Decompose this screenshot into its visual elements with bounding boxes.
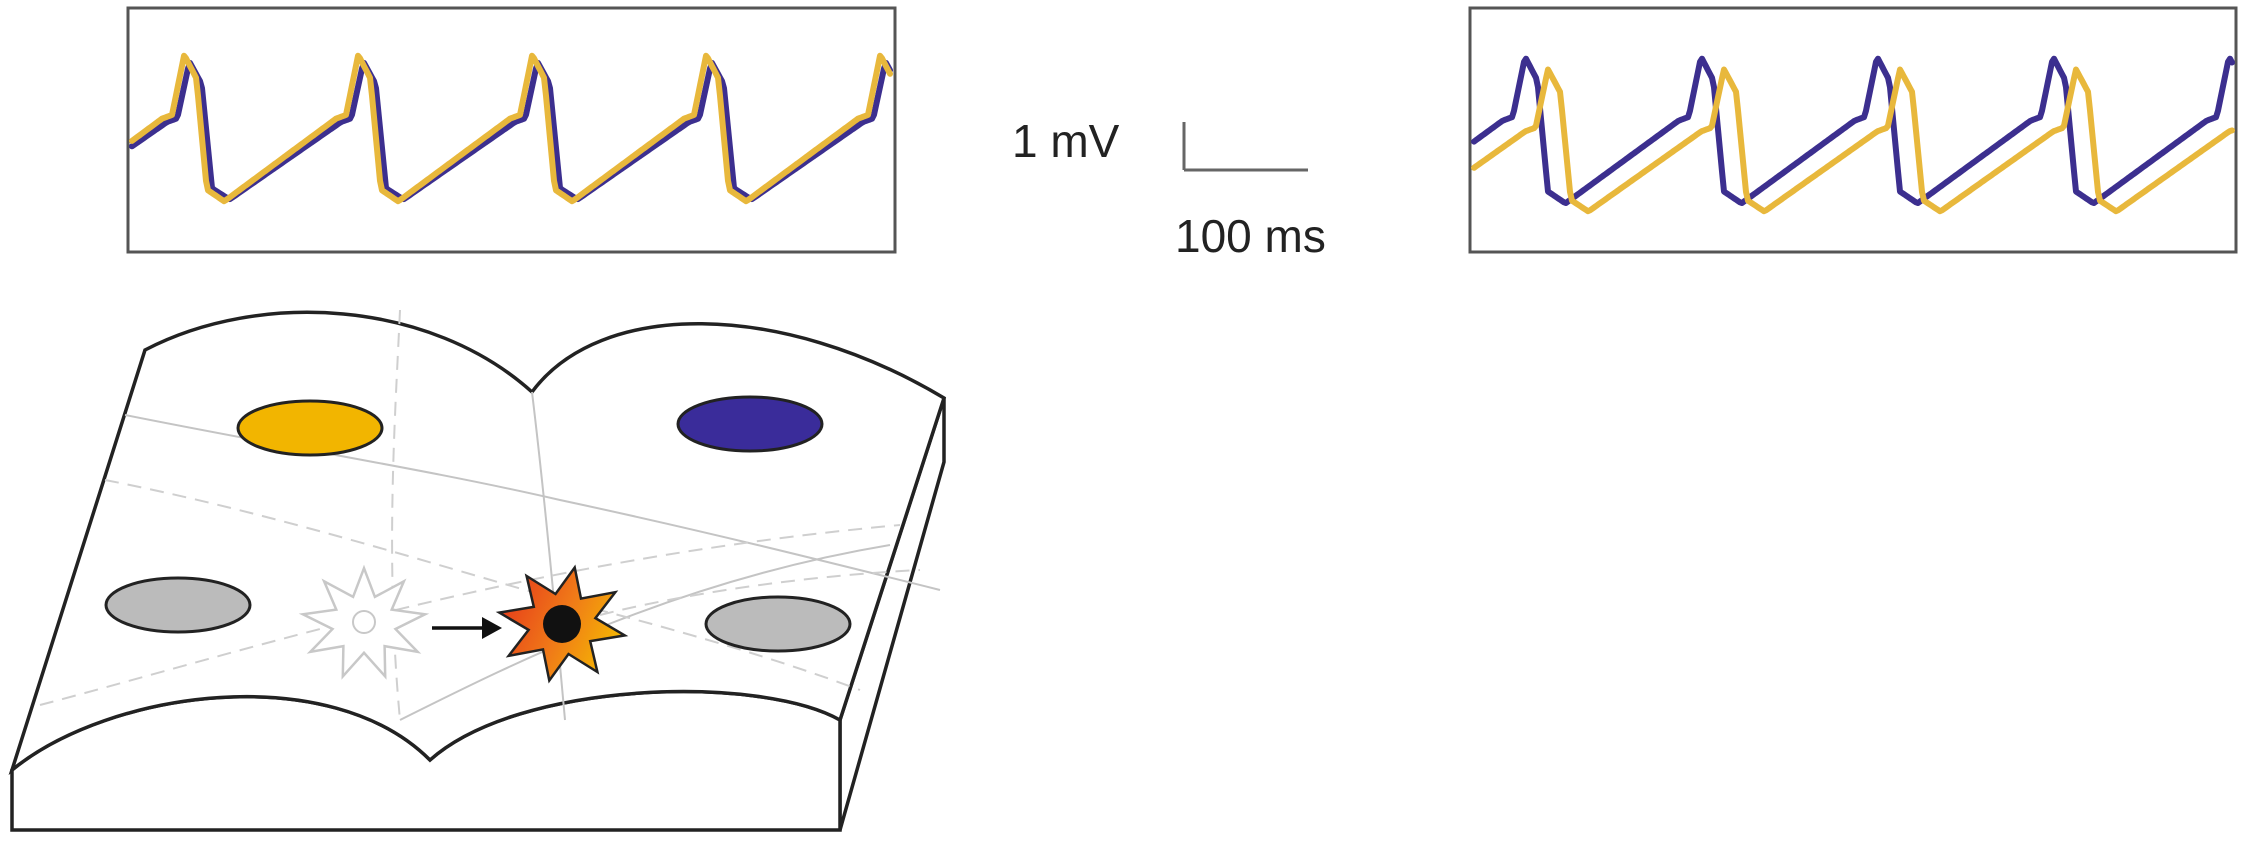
scale-voltage-label: 1 mV: [1012, 115, 1120, 167]
trace-panel-left-frame: [126, 6, 897, 254]
scale-bar: 1 mV 100 ms: [1012, 115, 1326, 262]
inactive-source-star: [298, 564, 430, 680]
propagation-arrow: [432, 617, 502, 639]
trace-panel-right-frame: [1468, 6, 2238, 254]
surface-line-dashed-4: [599, 569, 921, 616]
right-blue-trace: [1471, 55, 2235, 206]
left-yellow-trace: [129, 52, 893, 205]
cortex-slab-diagram: [8, 309, 947, 832]
electrode-bottom-right: [704, 595, 852, 653]
surface-line-solid-2: [531, 391, 566, 721]
electrode-top-right: [676, 395, 824, 453]
scale-time-label: 100 ms: [1175, 210, 1326, 262]
active-source-core: [543, 605, 581, 643]
active-source-star: [495, 564, 629, 684]
trace-panel-left: [126, 6, 897, 254]
right-yellow-trace: [1471, 66, 2235, 215]
arrow-head: [482, 617, 502, 639]
surface-line-dashed-2: [391, 309, 401, 721]
electrode-bottom-left: [104, 576, 252, 634]
electrode-top-left: [236, 399, 384, 457]
surface-line-dashed-3: [39, 524, 901, 706]
trace-panel-right: [1468, 6, 2238, 254]
inactive-source-outline: [298, 564, 430, 680]
slab-top-surface: [8, 310, 947, 776]
inactive-source-core: [352, 610, 376, 634]
surface-line-solid-3: [399, 544, 891, 721]
